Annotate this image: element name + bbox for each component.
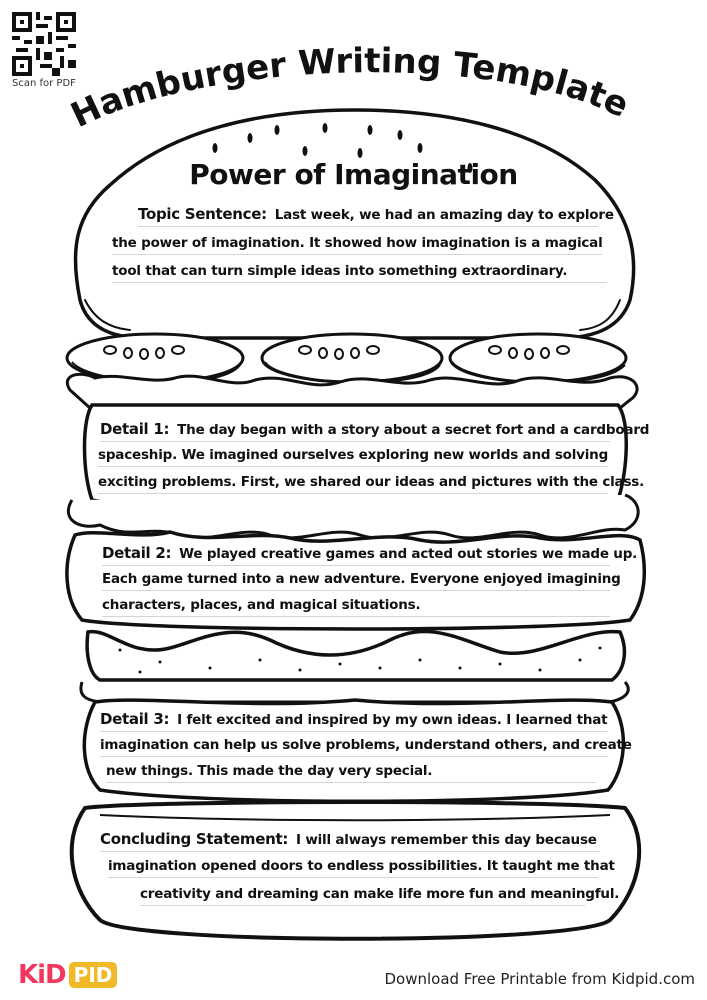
concluding-line-1: Concluding Statement:I will always remem… <box>100 830 600 852</box>
sesame-seeds-icon <box>212 123 473 173</box>
detail-3-line-3: new things. This made the day very speci… <box>106 763 596 783</box>
detail-3-line-2: imagination can help us solve problems, … <box>100 737 632 757</box>
tomato-slices-icon <box>65 332 628 384</box>
patty-icon <box>85 629 627 682</box>
topic-sentence-label: Topic Sentence: <box>138 205 267 223</box>
topic-sentence-line-1: Topic Sentence:Last week, we had an amaz… <box>138 205 614 227</box>
detail-1-label: Detail 1: <box>100 420 170 438</box>
detail-2-label: Detail 2: <box>102 544 172 562</box>
detail-3-line-1: Detail 3:I felt excited and inspired by … <box>100 710 608 732</box>
page-title: Hamburger Writing Template <box>65 41 635 136</box>
detail-3-box <box>82 698 626 803</box>
patty-texture <box>118 646 602 674</box>
concluding-line-2: imagination opened doors to endless poss… <box>108 858 615 878</box>
svg-text:Hamburger Writing Template: Hamburger Writing Template <box>65 41 635 136</box>
detail-2-box <box>65 530 647 631</box>
logo-kid: KiD <box>18 960 67 990</box>
detail-1-line-3: exciting problems. First, we shared our … <box>98 474 644 494</box>
qr-label: Scan for PDF <box>12 78 76 89</box>
detail-2-line-3: characters, places, and magical situatio… <box>102 597 610 617</box>
detail-3-label: Detail 3: <box>100 710 170 728</box>
detail-2-line-1: Detail 2:We played creative games and ac… <box>102 544 637 566</box>
qr-code-icon[interactable] <box>12 12 76 76</box>
detail-2-line-2: Each game turned into a new adventure. E… <box>102 571 621 591</box>
detail-1-line-1: Detail 1:The day began with a story abou… <box>100 420 649 442</box>
bottom-bun-box <box>69 800 642 941</box>
topic-title: Power of Imagination <box>189 158 518 191</box>
topic-sentence-line-2: the power of imagination. It showed how … <box>112 235 603 255</box>
kidpid-logo[interactable]: KiD PID <box>18 960 118 990</box>
detail-1-line-2: spaceship. We imagined ourselves explori… <box>98 447 608 467</box>
concluding-line-3: creativity and dreaming can make life mo… <box>140 886 619 906</box>
concluding-statement-label: Concluding Statement: <box>100 830 289 848</box>
logo-pid: PID <box>68 962 118 988</box>
footer-download-link[interactable]: Download Free Printable from Kidpid.com <box>384 970 695 988</box>
topic-sentence-line-3: tool that can turn simple ideas into som… <box>112 263 607 283</box>
lettuce-icon <box>66 372 639 410</box>
